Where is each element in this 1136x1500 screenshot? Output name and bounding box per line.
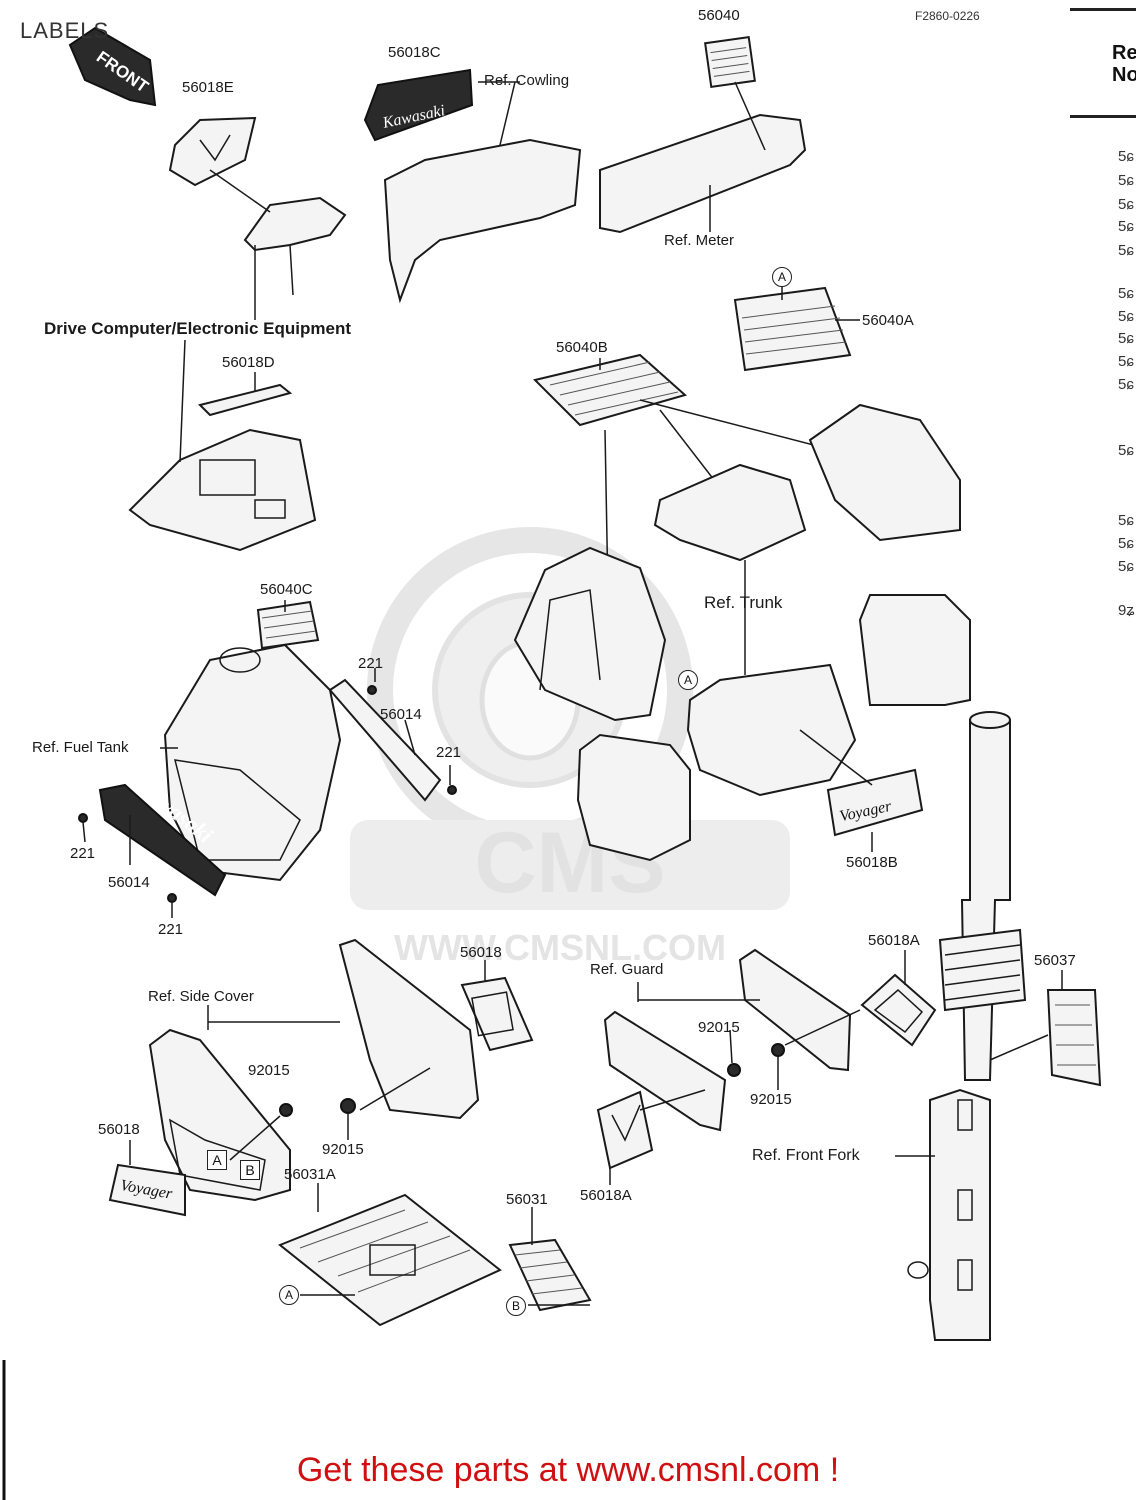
label-56040B — [533, 353, 688, 427]
trunk-top — [653, 463, 807, 562]
parts-list-column: Re No 5ɕ 5ɕ 5ɕ 5ɕ 5ɕ 5ɕ 5ɕ 5ɕ 5ɕ 5ɕ 5ɕ 5… — [1068, 0, 1136, 650]
parts-list-row: 5ɕ — [1118, 242, 1134, 259]
label-56037 — [1046, 989, 1102, 1087]
guard-right — [738, 948, 852, 1072]
marker-a-56031A: A — [279, 1285, 299, 1305]
label-56018-upper — [460, 976, 534, 1052]
label-56018D — [198, 383, 293, 417]
voyager-decal-56018: Voyager — [108, 1163, 186, 1217]
part-label-56018B[interactable]: 56018B — [846, 854, 898, 871]
label-56040A — [733, 286, 852, 372]
parts-list-row: 5ɕ — [1118, 512, 1134, 529]
part-label-56014-upper[interactable]: 56014 — [380, 706, 422, 723]
label-56031A — [278, 1193, 502, 1327]
marker-a-trunk: A — [678, 670, 698, 690]
rear-case — [513, 546, 667, 722]
battery-box — [576, 733, 691, 862]
ref-fuel-tank: Ref. Fuel Tank — [32, 739, 129, 756]
part-label-221-b[interactable]: 221 — [436, 744, 462, 761]
parts-list-row: 5ɕ — [1118, 148, 1134, 165]
parts-list-row: 5ɕ — [1118, 442, 1134, 459]
part-label-56018-lower[interactable]: 56018 — [98, 1121, 140, 1138]
part-label-56031[interactable]: 56031 — [506, 1191, 548, 1208]
label-56031 — [508, 1238, 592, 1312]
saddlebag — [858, 594, 971, 706]
parts-list-row: 5ɕ — [1118, 558, 1134, 575]
part-label-92015-a[interactable]: 92015 — [248, 1062, 290, 1079]
marker-b-56031: B — [506, 1296, 526, 1316]
part-label-56018A-upper[interactable]: 56018A — [868, 932, 920, 949]
part-label-56037[interactable]: 56037 — [1034, 952, 1076, 969]
parts-list-row: 5ɕ — [1118, 285, 1134, 302]
part-label-56040A[interactable]: 56040A — [862, 312, 914, 329]
ref-cowling: Ref. Cowling — [484, 72, 570, 89]
part-label-221-a[interactable]: 221 — [358, 655, 384, 672]
box-marker-b: B — [240, 1160, 260, 1180]
part-label-56018C[interactable]: 56018C — [388, 44, 441, 61]
parts-list-header-no: No — [1112, 64, 1136, 86]
trunk-body — [686, 663, 857, 797]
drive-computer-cover — [243, 196, 347, 252]
marker-a-56040A: A — [772, 267, 792, 287]
ref-front-fork: Ref. Front Fork — [752, 1147, 860, 1164]
cowling — [383, 138, 582, 304]
emblem-strip-56014-upper — [328, 678, 442, 802]
meter-panel — [599, 113, 807, 234]
figure-code: F2860-0226 — [915, 9, 980, 23]
parts-list-row: 9ʑ — [1118, 602, 1135, 619]
part-label-56040B[interactable]: 56040B — [556, 339, 608, 356]
ref-guard: Ref. Guard — [590, 961, 664, 978]
part-label-92015-d[interactable]: 92015 — [322, 1141, 364, 1158]
emblem-56018C: Kawasaki — [363, 68, 474, 142]
part-label-56018E[interactable]: 56018E — [182, 79, 234, 96]
ref-trunk: Ref. Trunk — [704, 593, 783, 612]
parts-list-row: 5ɕ — [1118, 353, 1134, 370]
emblem-56018E — [168, 116, 257, 187]
front-fork — [907, 711, 1027, 1341]
part-label-56018-upper[interactable]: 56018 — [460, 944, 502, 961]
trunk-lid — [808, 403, 961, 542]
ref-meter: Ref. Meter — [664, 232, 735, 249]
parts-list-row: 5ɕ — [1118, 196, 1134, 213]
box-marker-a: A — [207, 1150, 227, 1170]
emblem-56018A-lower — [596, 1090, 654, 1170]
part-label-92015-c[interactable]: 92015 — [750, 1091, 792, 1108]
front-decal: FRONT — [68, 26, 157, 107]
side-cover-right — [338, 938, 480, 1120]
part-label-56018D[interactable]: 56018D — [222, 354, 275, 371]
part-label-56040C[interactable]: 56040C — [260, 581, 313, 598]
parts-list-row: 5ɕ — [1118, 535, 1134, 552]
part-label-56031A[interactable]: 56031A — [284, 1166, 336, 1183]
ref-side-cover: Ref. Side Cover — [148, 988, 254, 1005]
parts-list-row: 5ɕ — [1118, 376, 1134, 393]
parts-list-row: 5ɕ — [1118, 308, 1134, 325]
parts-list-row: 5ɕ — [1118, 218, 1134, 235]
voyager-decal-56018B: Voyager — [826, 768, 924, 837]
part-label-221-c[interactable]: 221 — [70, 845, 96, 862]
part-label-56018A-lower[interactable]: 56018A — [580, 1187, 632, 1204]
parts-list-row: 5ɕ — [1118, 172, 1134, 189]
emblem-56018A-upper — [860, 973, 937, 1047]
promo-banner[interactable]: Get these parts at www.cmsnl.com ! — [296, 1451, 840, 1489]
side-cover-left — [148, 1028, 291, 1202]
console — [128, 428, 317, 552]
guard-left — [603, 1010, 727, 1132]
parts-list-header-ref: Re — [1112, 42, 1136, 64]
parts-list-row: 5ɕ — [1118, 330, 1134, 347]
ref-drive-computer: Drive Computer/Electronic Equipment — [44, 319, 351, 338]
part-label-92015-b[interactable]: 92015 — [698, 1019, 740, 1036]
label-56040 — [704, 36, 756, 88]
part-label-56014-lower[interactable]: 56014 — [108, 874, 150, 891]
part-label-221-d[interactable]: 221 — [158, 921, 184, 938]
part-label-56040[interactable]: 56040 — [698, 7, 740, 24]
page-title: LABELS — [20, 18, 110, 43]
label-56040C — [256, 600, 320, 650]
